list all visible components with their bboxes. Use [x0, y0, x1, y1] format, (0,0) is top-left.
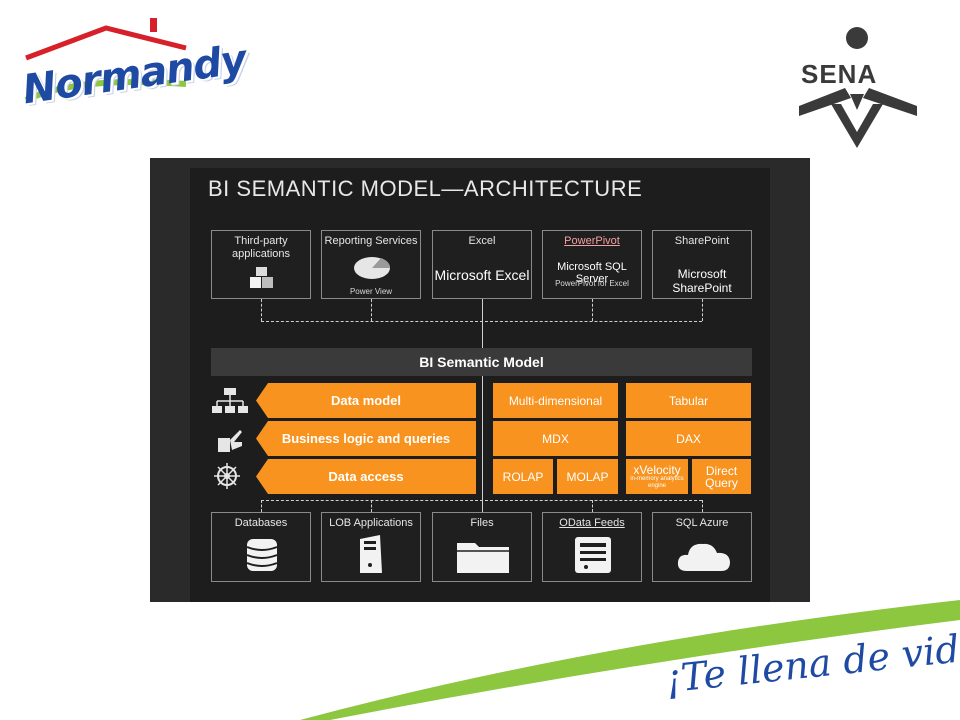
normandy-logo-roof	[24, 18, 187, 103]
connector	[371, 500, 372, 512]
wheel-icon	[214, 463, 240, 489]
client-excel: Excel Microsoft Excel	[432, 230, 532, 299]
source-sql-azure: SQL Azure	[652, 512, 752, 582]
client-caption: Power View	[349, 287, 393, 296]
client-third-party: Third-party applications	[211, 230, 311, 299]
connector	[592, 500, 593, 512]
cell-mdx: MDX	[493, 421, 618, 456]
source-label: Files	[470, 517, 494, 529]
normandy-logo: Normandy	[18, 14, 249, 114]
sena-logo-graphic	[799, 27, 917, 148]
source-label: Databases	[234, 517, 288, 529]
cell-rolap: ROLAP	[493, 459, 553, 494]
connector	[261, 321, 702, 322]
layer-business-logic: Business logic and queries	[256, 421, 476, 456]
cell-tabular: Tabular	[626, 383, 751, 418]
connector	[261, 299, 262, 321]
cell-direct-query: Direct Query	[692, 459, 751, 494]
client-label: PowerPivot	[564, 235, 620, 247]
sharepoint-logo: Microsoft SharePoint	[672, 267, 732, 295]
database-icon	[246, 539, 278, 571]
layer-data-model: Data model	[256, 383, 476, 418]
cubes-icon	[250, 267, 273, 288]
layer-data-access: Data access	[256, 459, 476, 494]
central-connector	[482, 376, 483, 512]
client-powerpivot: PowerPivot Microsoft SQL Server PowerPiv…	[542, 230, 642, 299]
connector	[702, 299, 703, 321]
connector	[261, 500, 262, 512]
cell-molap: MOLAP	[557, 459, 618, 494]
cloud-icon	[677, 543, 730, 571]
pie-chart-icon	[354, 257, 391, 279]
client-label: Excel	[468, 235, 496, 247]
client-label: Reporting Services	[324, 235, 418, 247]
server-icon	[360, 535, 382, 573]
sena-logo: SENA	[795, 24, 920, 149]
client-reporting-services: Reporting Services Power View	[321, 230, 421, 299]
source-label: LOB Applications	[329, 517, 413, 529]
source-lob-applications: LOB Applications	[321, 512, 421, 582]
odata-label: OData Feeds	[559, 517, 625, 529]
client-label: SharePoint	[674, 235, 730, 247]
source-databases: Databases	[211, 512, 311, 582]
client-caption: PowerPivot for Excel	[555, 279, 629, 288]
source-label: OData Feeds	[543, 517, 641, 530]
xvelocity-sublabel: in-memory analytics engine	[630, 475, 684, 489]
connector	[702, 500, 703, 512]
green-swoosh	[300, 600, 960, 720]
hand-pointer-icon	[218, 430, 242, 452]
cell-dax: DAX	[626, 421, 751, 456]
excel-logo: Microsoft Excel	[434, 267, 530, 283]
folder-icon	[457, 543, 509, 573]
arrow-down-icon	[482, 299, 483, 348]
architecture-diagram: BI SEMANTIC MODEL—ARCHITECTURE Third-par…	[150, 158, 810, 602]
connector	[592, 299, 593, 321]
source-odata-feeds: OData Feeds	[542, 512, 642, 582]
source-files: Files	[432, 512, 532, 582]
connector	[261, 500, 702, 501]
feed-icon	[575, 537, 611, 573]
xvelocity-label: xVelocity	[633, 462, 681, 477]
bi-semantic-model-bar: BI Semantic Model	[211, 348, 752, 376]
diagram-title: BI SEMANTIC MODEL—ARCHITECTURE	[208, 176, 643, 201]
sena-logo-text: SENA	[801, 59, 878, 89]
cell-multidimensional: Multi-dimensional	[493, 383, 618, 418]
sql-server-logo: Microsoft SQL Server	[557, 261, 627, 285]
cell-xvelocity: xVelocity in-memory analytics engine	[626, 459, 688, 494]
client-sharepoint: SharePoint Microsoft SharePoint	[652, 230, 752, 299]
source-label: SQL Azure	[675, 517, 729, 529]
hierarchy-icon	[212, 388, 248, 413]
client-label: Third-party applications	[231, 235, 291, 260]
connector	[371, 299, 372, 321]
